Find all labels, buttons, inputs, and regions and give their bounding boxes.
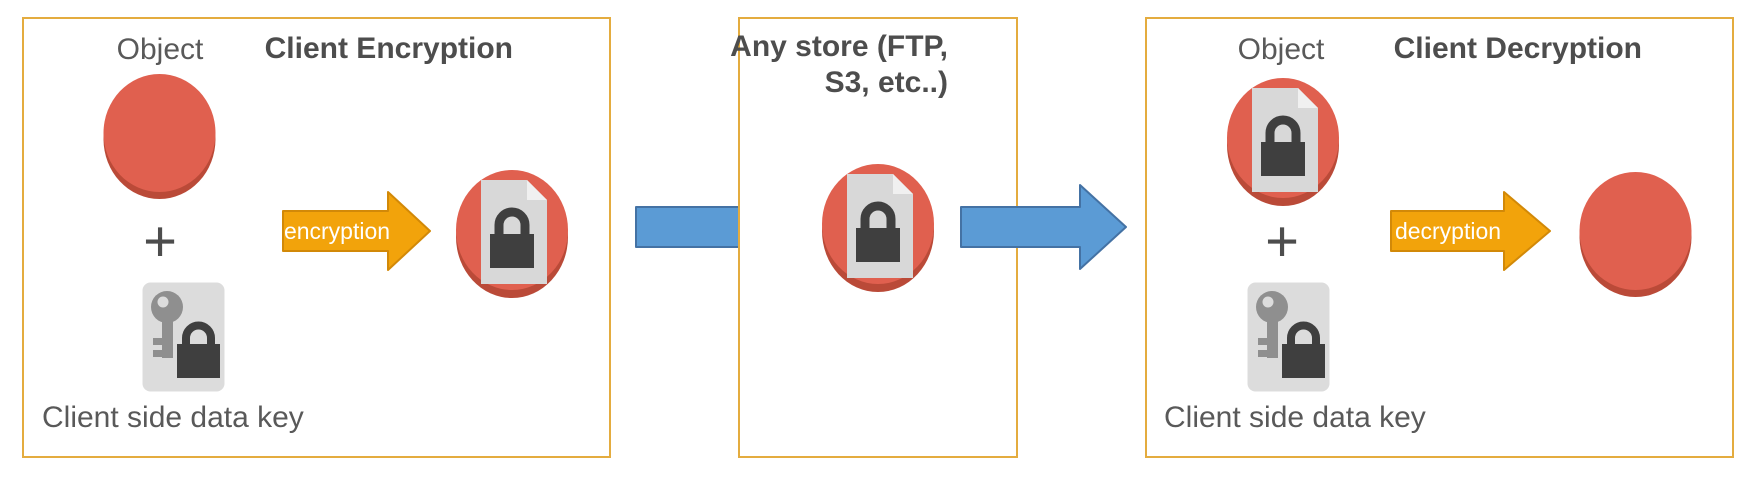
store-title-line1: Any store (FTP, (730, 30, 948, 63)
client-side-data-key-label: Client side data key (42, 401, 304, 434)
lock-icon (490, 207, 534, 268)
plus-sign: + (143, 209, 177, 274)
key-icon (1256, 291, 1288, 358)
plus-sign: + (1265, 209, 1299, 274)
encrypted-object-icon (1226, 74, 1340, 207)
data-key-icon (1247, 282, 1330, 392)
data-key-icon (142, 282, 225, 392)
object-icon (1578, 170, 1693, 298)
lock-icon (177, 321, 220, 378)
document-icon (1252, 88, 1318, 192)
object-label: Object (1237, 33, 1325, 66)
document-icon (481, 180, 547, 284)
document-icon (847, 174, 913, 278)
lock-icon (856, 201, 900, 262)
client-decryption-title: Client Decryption (1393, 32, 1642, 65)
store-title: Any store (FTP, S3, etc..) (720, 29, 948, 101)
store-title-line2: S3, etc..) (824, 66, 948, 99)
lock-icon (1261, 115, 1305, 176)
object-label: Object (116, 33, 204, 66)
flow-arrow-to-client-icon (960, 184, 1128, 270)
encrypted-object-icon (821, 160, 935, 293)
lock-icon (1282, 321, 1325, 378)
encryption-arrow-icon: encryption (282, 191, 432, 271)
decryption-arrow-icon: decryption (1390, 191, 1552, 271)
client-encryption-title: Client Encryption (264, 32, 513, 65)
decryption-arrow-label: decryption (1394, 218, 1502, 244)
key-icon (151, 291, 183, 358)
client-side-data-key-label: Client side data key (1164, 401, 1426, 434)
object-icon (102, 72, 217, 200)
encrypted-object-icon (455, 166, 569, 299)
encryption-arrow-label: encryption (283, 218, 391, 244)
